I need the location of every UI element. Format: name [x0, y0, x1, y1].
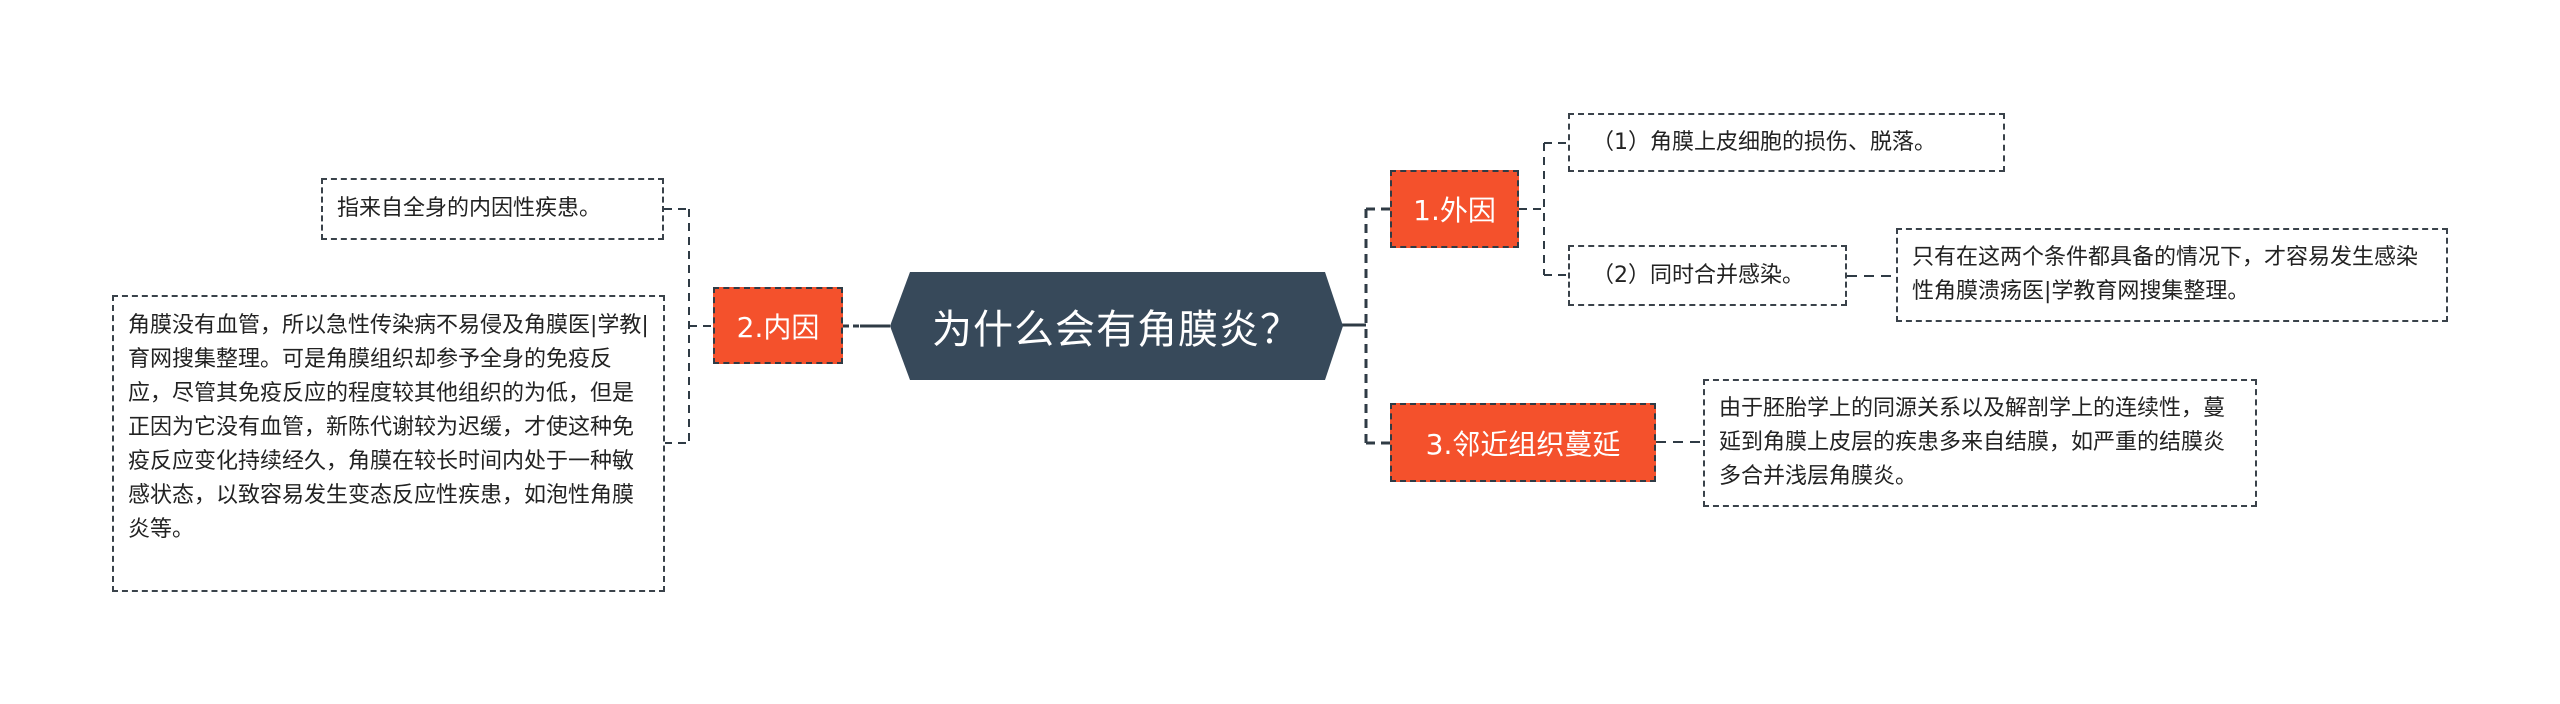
branch-label: 2.内因 [736, 310, 820, 344]
leaf-external-infection[interactable]: （2）同时合并感染。 [1568, 245, 1847, 306]
branch-label: 3.邻近组织蔓延 [1425, 427, 1621, 461]
leaf-text: 只有在这两个条件都具备的情况下，才容易发生感染性角膜溃疡医|学教育网搜集整理。 [1912, 245, 2419, 304]
root-topic[interactable]: 为什么会有角膜炎？ [890, 272, 1343, 380]
root-node-shape [890, 272, 1343, 380]
branch-adjacent-tissue-spread[interactable]: 3.邻近组织蔓延 [1390, 403, 1656, 482]
root-topic-label: 为什么会有角膜炎？ [932, 307, 1301, 353]
leaf-text: 指来自全身的内因性疾患。 [337, 196, 602, 221]
leaf-internal-avascular[interactable]: 角膜没有血管，所以急性传染病不易侵及角膜医|学教|育网搜集整理。可是角膜组织却参… [112, 295, 665, 592]
branch-label: 1.外因 [1413, 194, 1496, 227]
branch-external-causes[interactable]: 1.外因 [1390, 170, 1519, 248]
leaf-external-infection-detail[interactable]: 只有在这两个条件都具备的情况下，才容易发生感染性角膜溃疡医|学教育网搜集整理。 [1896, 228, 2448, 322]
leaf-internal-systemic[interactable]: 指来自全身的内因性疾患。 [321, 178, 664, 240]
leaf-text: （1）角膜上皮细胞的损伤、脱落。 [1592, 129, 1936, 155]
leaf-text: （2）同时合并感染。 [1592, 262, 1804, 288]
leaf-text: 由于胚胎学上的同源关系以及解剖学上的连续性，蔓延到角膜上皮层的疾患多来自结膜，如… [1719, 396, 2226, 489]
leaf-adjacent-detail[interactable]: 由于胚胎学上的同源关系以及解剖学上的连续性，蔓延到角膜上皮层的疾患多来自结膜，如… [1703, 379, 2257, 507]
leaf-text: 角膜没有血管，所以急性传染病不易侵及角膜医|学教|育网搜集整理。可是角膜组织却参… [128, 313, 649, 542]
branch-internal-causes[interactable]: 2.内因 [713, 287, 843, 364]
leaf-external-epithelial-damage[interactable]: （1）角膜上皮细胞的损伤、脱落。 [1568, 113, 2005, 172]
